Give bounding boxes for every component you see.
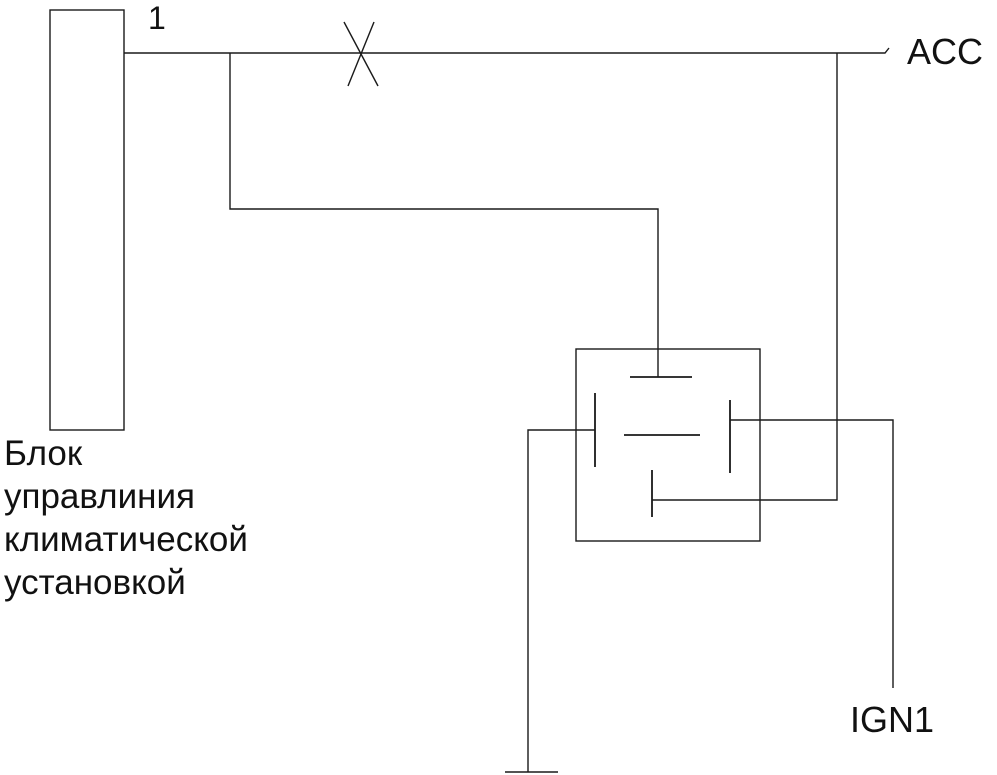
wire-acc-to-relay [652, 53, 838, 501]
control-unit-block [49, 9, 125, 431]
pin-number-label: 1 [148, 0, 166, 36]
wire-ign1 [730, 419, 894, 688]
control-unit-label-line: управлиния [4, 477, 195, 516]
wire-branch-to-relay [229, 53, 659, 377]
wire-ground [527, 429, 595, 772]
ign1-terminal-label: IGN1 [850, 699, 935, 740]
control-unit-label-line: установкой [4, 563, 186, 602]
control-unit-label: Блок управлиния климатической установкой [4, 432, 248, 604]
relay-body [575, 348, 761, 542]
acc-terminal-label: ACC [907, 31, 984, 72]
wire-pin1-to-acc [124, 47, 890, 54]
wire-break-marker [347, 21, 375, 87]
control-unit-label-line: Блок [4, 434, 83, 473]
control-unit-label-line: климатической [4, 520, 248, 559]
